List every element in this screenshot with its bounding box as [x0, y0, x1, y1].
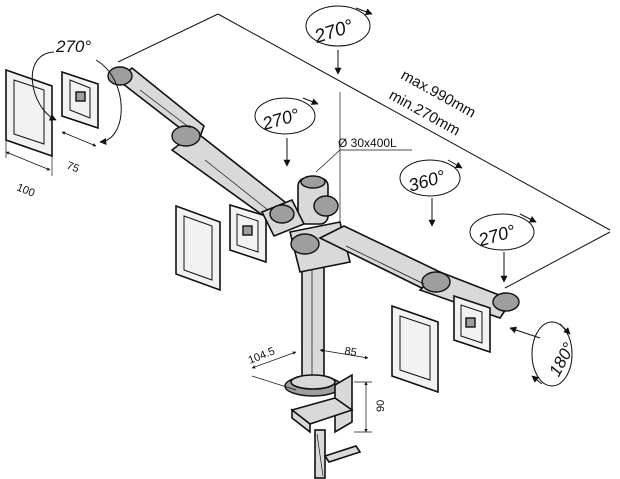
clamp-dimensions: [251, 348, 372, 433]
rotation-right-270: [469, 213, 537, 283]
rotation-360: [399, 159, 463, 227]
label-rot-360: 360°: [406, 166, 447, 195]
label-rot-left: 270°: [55, 37, 91, 56]
rotation-mid-270: [254, 97, 319, 167]
label-clamp-104: 104.5: [247, 345, 277, 366]
label-vesa-75: 75: [65, 160, 81, 176]
label-clamp-85: 85: [343, 345, 357, 359]
label-vesa-100: 100: [15, 182, 37, 200]
label-rot-top: 270°: [311, 16, 356, 49]
desk-clamp: [284, 373, 362, 479]
lower-right-arm: [318, 225, 520, 319]
pole-dimension: [315, 149, 412, 173]
vesa-plate-far-left: [5, 68, 53, 158]
rotation-top-270: [305, 5, 373, 75]
vesa-plate-right: [391, 304, 439, 394]
rotation-180: [509, 321, 573, 387]
label-rot-right: 270°: [475, 221, 517, 251]
middle-left-monitor: [175, 198, 306, 292]
vesa-dimensions: [5, 131, 97, 176]
left-monitor-head: [61, 70, 99, 130]
pole: [301, 259, 325, 381]
label-clamp-90: 90: [375, 400, 387, 412]
label-rot-mid: 270°: [259, 104, 301, 134]
label-rot-180: 180°: [545, 339, 578, 379]
label-pole: Ø 30x400L: [338, 136, 397, 150]
right-monitor-head: [453, 294, 491, 354]
rotation-left-270: [31, 51, 122, 146]
upper-left-arm: [107, 66, 292, 224]
